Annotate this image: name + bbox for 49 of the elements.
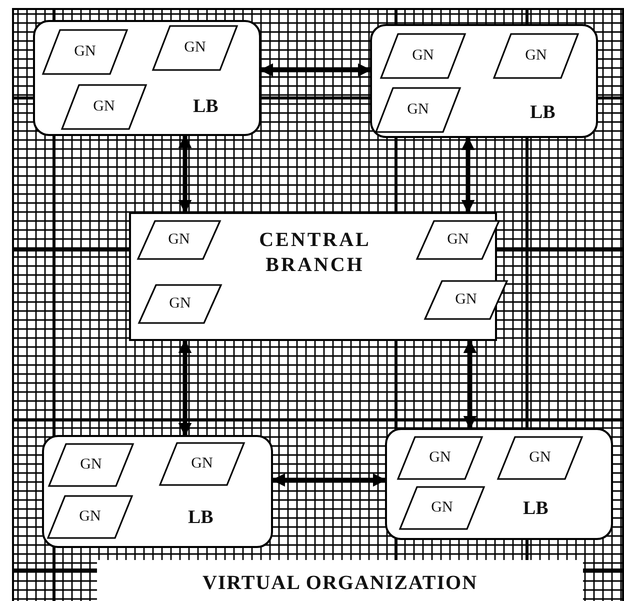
node-label: GN (446, 232, 470, 248)
grid-node-parallelogram (399, 486, 485, 530)
double-arrow (463, 340, 477, 430)
grid-node-parallelogram (397, 436, 483, 480)
node-label: GN (524, 48, 548, 64)
branch-label: LB (530, 102, 556, 124)
node-label: GN (411, 48, 435, 64)
grid-node-parallelogram (416, 220, 500, 260)
node-label: GN (73, 44, 97, 60)
organization-label: VIRTUAL ORGANIZATION (201, 572, 479, 595)
grid-node-parallelogram (42, 29, 128, 75)
branch-title: CENTRAL BRANCH (258, 228, 372, 278)
grid-node-parallelogram (61, 84, 147, 130)
organization-panel (12, 8, 624, 601)
grid-node-parallelogram (159, 442, 245, 486)
grid-node-parallelogram (47, 495, 133, 539)
double-arrow (461, 136, 475, 214)
local-branch-box (370, 24, 598, 138)
grid-node-parallelogram (138, 284, 222, 324)
local-branch-box (385, 428, 613, 540)
grid-node-parallelogram (137, 220, 221, 260)
grid-node-parallelogram (493, 33, 579, 79)
node-label: GN (528, 450, 552, 466)
double-arrow (260, 63, 372, 77)
node-label: GN (183, 40, 207, 56)
grid-node-parallelogram (48, 443, 134, 487)
grid-node-parallelogram (375, 87, 461, 133)
node-label: GN (190, 456, 214, 472)
node-label: GN (430, 500, 454, 516)
node-label: GN (406, 102, 430, 118)
branch-label: LB (193, 96, 218, 118)
double-arrow (178, 134, 192, 214)
double-arrow (178, 340, 192, 436)
node-label: GN (168, 296, 192, 312)
node-label: GN (78, 508, 102, 526)
node-label: GN (167, 232, 191, 248)
node-label: GN (79, 456, 103, 474)
grid-node-parallelogram (380, 33, 466, 79)
local-branch-box (42, 435, 273, 548)
local-branch-box (33, 20, 261, 136)
grid-node-parallelogram (152, 25, 238, 71)
grid-node-parallelogram (497, 436, 583, 480)
grid-node-parallelogram (424, 280, 508, 320)
double-arrow (272, 473, 386, 487)
node-label: GN (454, 292, 478, 308)
node-label: GN (92, 98, 116, 116)
branch-label: LB (523, 498, 548, 520)
branch-label: LB (188, 507, 214, 529)
node-label: GN (428, 450, 452, 466)
